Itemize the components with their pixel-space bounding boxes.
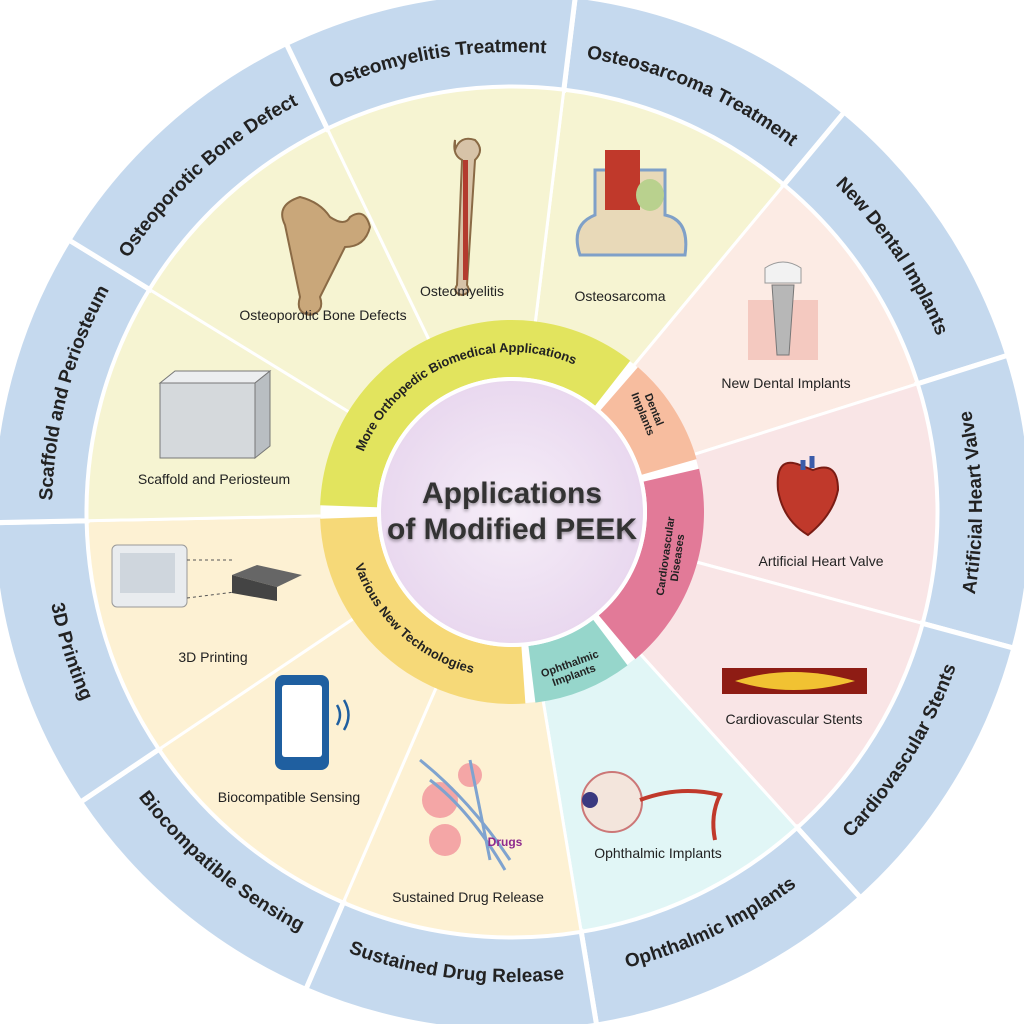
- category-ring-cardio: [598, 468, 704, 660]
- category-ring-dental: [600, 367, 697, 475]
- knee-bone-tumor-icon: [575, 150, 688, 257]
- sector-label-scaffold: Scaffold and Periosteum: [137, 471, 291, 487]
- drug-release-icon: [419, 758, 512, 871]
- heart-icon: [776, 456, 840, 537]
- long-bone-icon: [453, 137, 481, 297]
- category-ring-ophthalmic: [528, 619, 628, 703]
- center-circle: [377, 377, 647, 647]
- center-title-line1: Applications: [421, 477, 602, 510]
- 3d-printer-icon: [111, 544, 302, 608]
- stent-artery-icon: [722, 668, 867, 694]
- sector-label-osteosarcoma: Osteosarcoma: [574, 288, 666, 304]
- category-ring-technologies: [320, 516, 526, 705]
- sector-label-drug-release: Sustained Drug Release: [392, 889, 544, 905]
- sector-label-heart-valve: Artificial Heart Valve: [758, 553, 884, 569]
- sector-label-osteomyelitis: Osteomyelitis: [419, 283, 505, 299]
- sector-label-ophthalmic: Ophthalmic Implants: [594, 845, 722, 861]
- sector-label-stents: Cardiovascular Stents: [725, 711, 863, 727]
- sector-label-sensing: Biocompatible Sensing: [217, 789, 361, 805]
- femur-bone-icon: [281, 195, 372, 317]
- center-title-line2: of Modified PEEK: [387, 513, 637, 546]
- category-ring-orthopedic: [320, 320, 631, 508]
- drugs-label: Drugs: [487, 835, 523, 849]
- smartphone-icon: [275, 675, 350, 770]
- sector-label-dental: New Dental Implants: [721, 375, 851, 391]
- sector-label-osteoporotic: Osteoporotic Bone Defects: [239, 307, 407, 323]
- center-title: Applications of Modified PEEK: [387, 476, 637, 548]
- sector-label-3d-printing: 3D Printing: [178, 649, 248, 665]
- eye-icon: [581, 771, 723, 841]
- porous-scaffold-icon: [158, 369, 272, 460]
- dental-implant-icon: [748, 261, 818, 360]
